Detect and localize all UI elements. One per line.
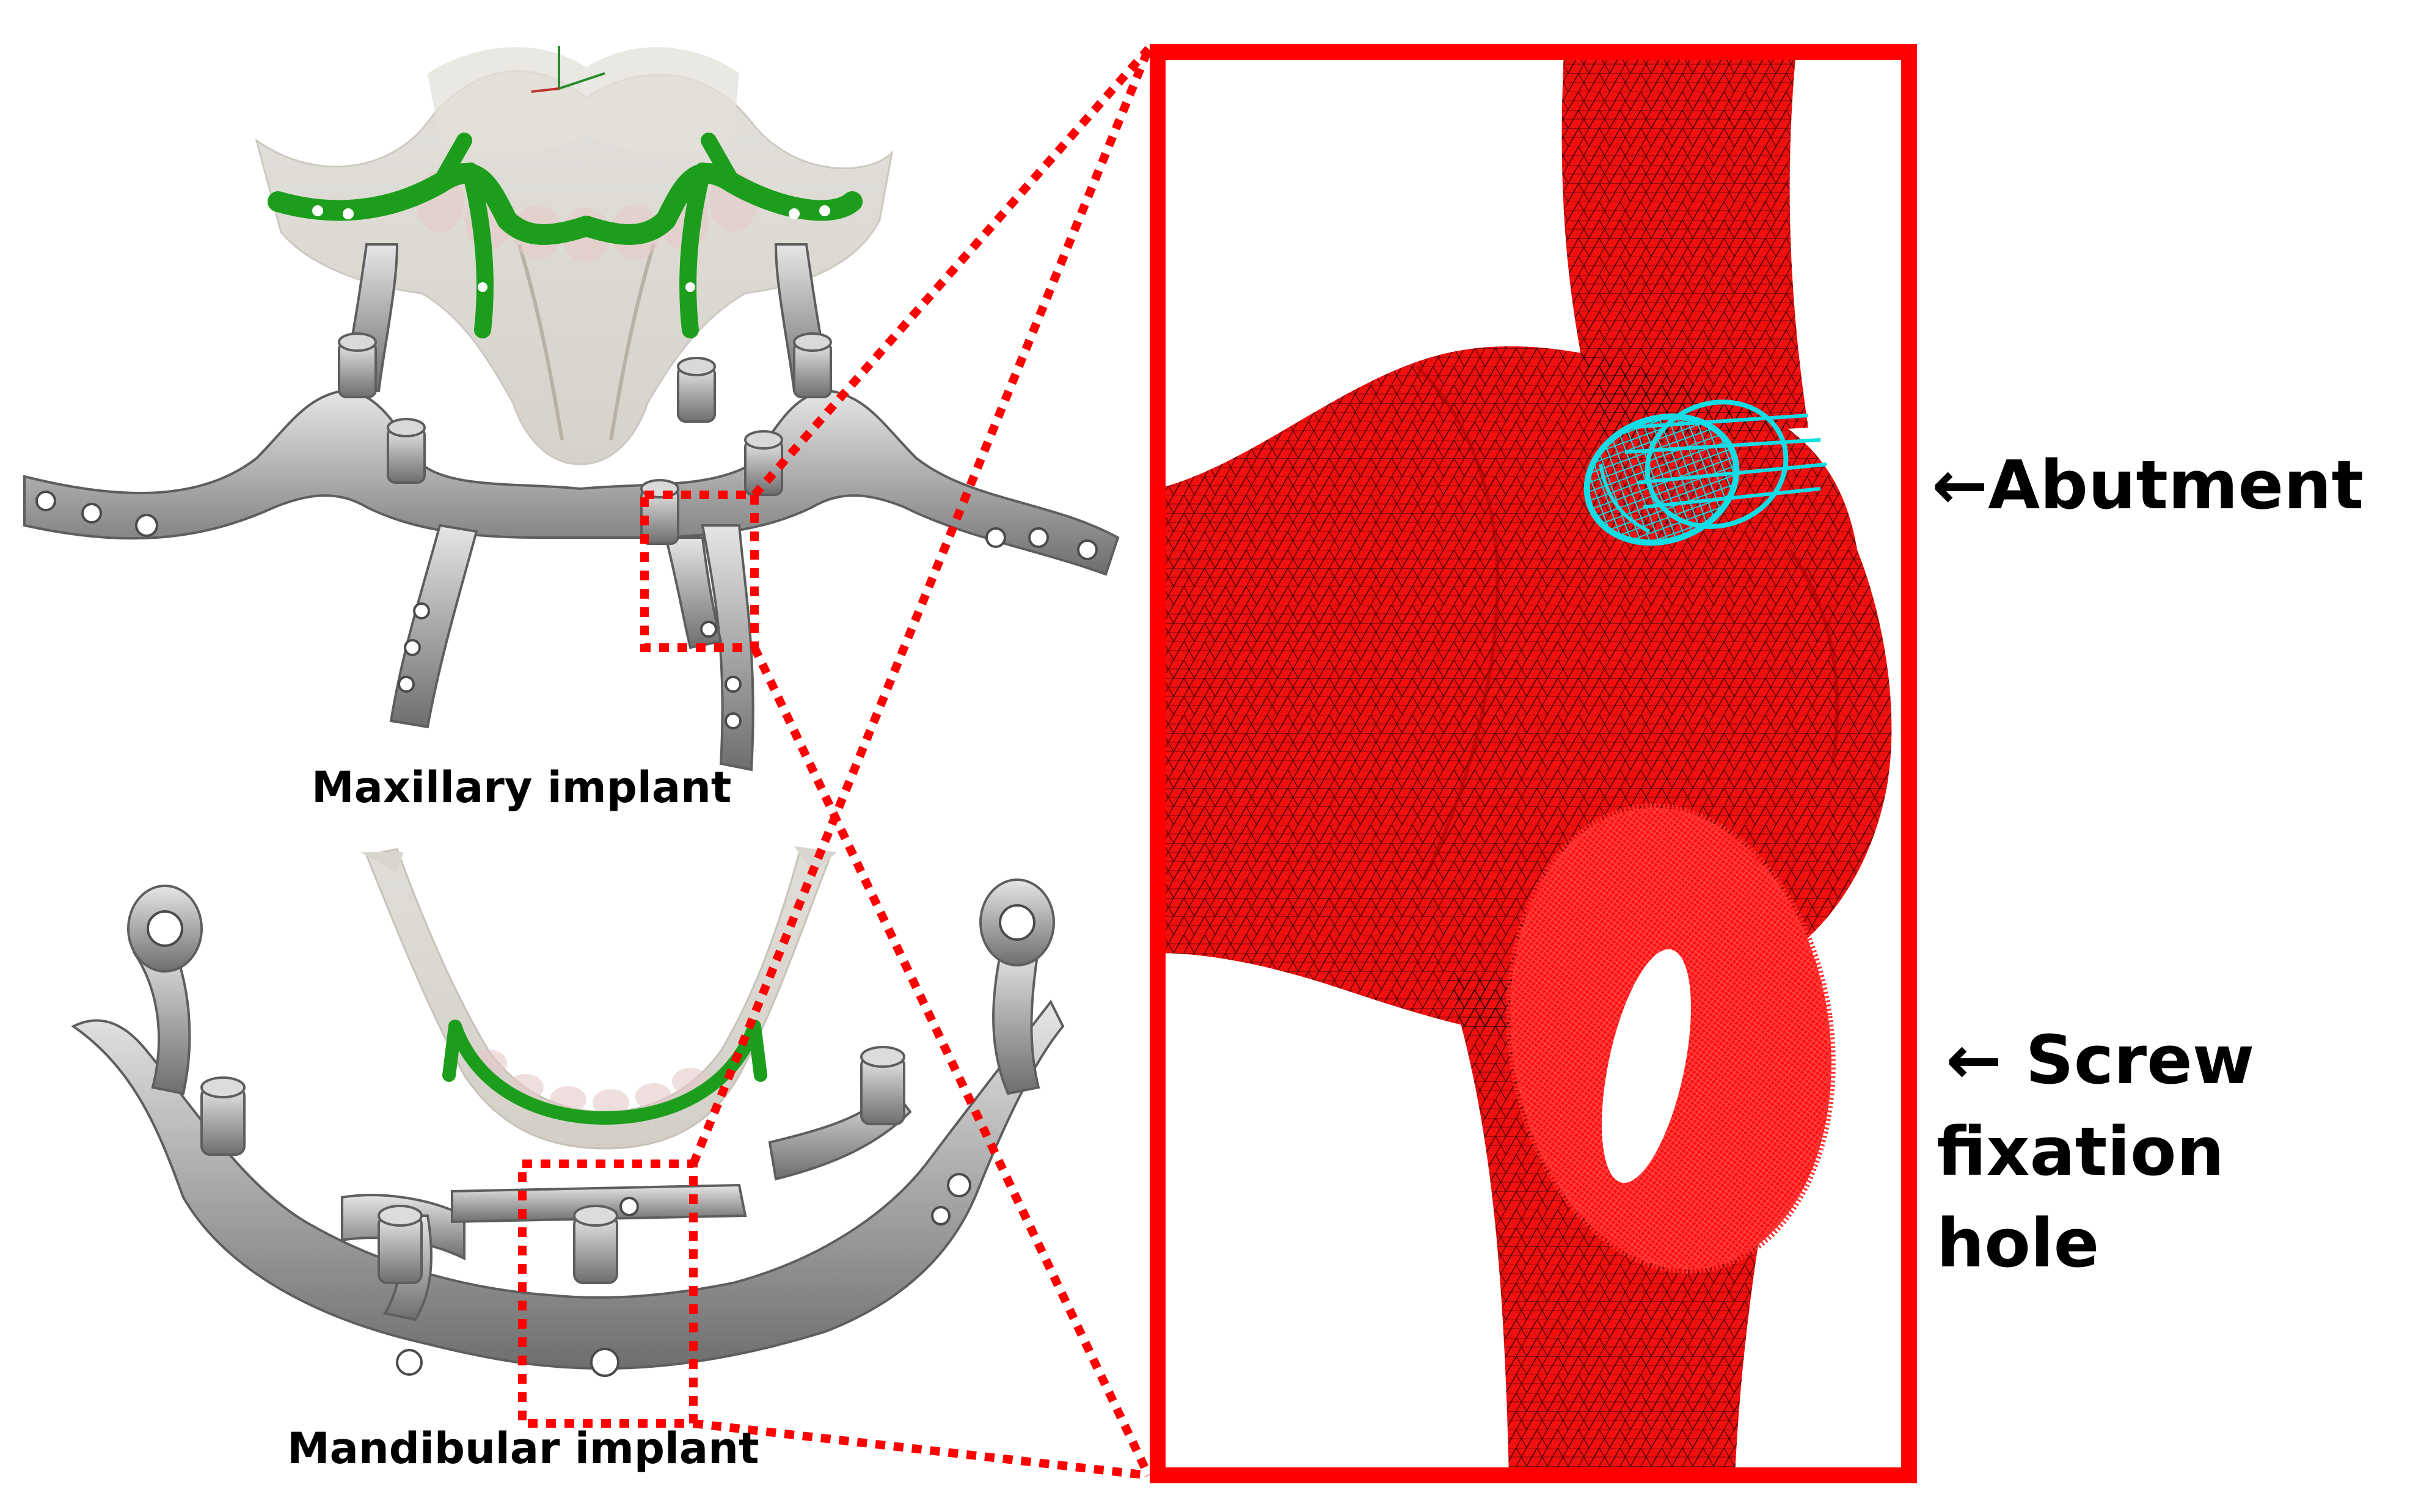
screw-label-line-1: ← Screw xyxy=(1946,1021,2255,1099)
zoom-indicators xyxy=(518,46,1153,1480)
abutment-mesh xyxy=(1583,400,1827,546)
screw-label-line-3: hole xyxy=(1937,1204,2100,1282)
screw-label-line-2: fixation xyxy=(1937,1112,2224,1191)
mandibular-implant-caption: Mandibular implant xyxy=(287,1423,759,1474)
mandibular-implant xyxy=(71,878,1065,1377)
screw-fixation-hole-label: ← Screw fixation hole xyxy=(1937,1014,2255,1289)
maxilla-selection-box xyxy=(640,491,759,652)
abutment-label: ←Abutment xyxy=(1932,446,2364,524)
mandible-bone-model xyxy=(360,846,837,1150)
mandible-selection-box xyxy=(518,1160,698,1428)
maxilla-guide xyxy=(268,133,863,338)
maxillary-implant-caption: Maxillary implant xyxy=(312,762,732,813)
maxillary-implant xyxy=(23,243,1120,772)
screw-hole-mesh xyxy=(1506,803,1836,1274)
zoom-panel-frame xyxy=(1150,44,1917,1483)
zoom-panel xyxy=(1150,44,1917,1483)
mandible-guide xyxy=(442,1020,767,1125)
